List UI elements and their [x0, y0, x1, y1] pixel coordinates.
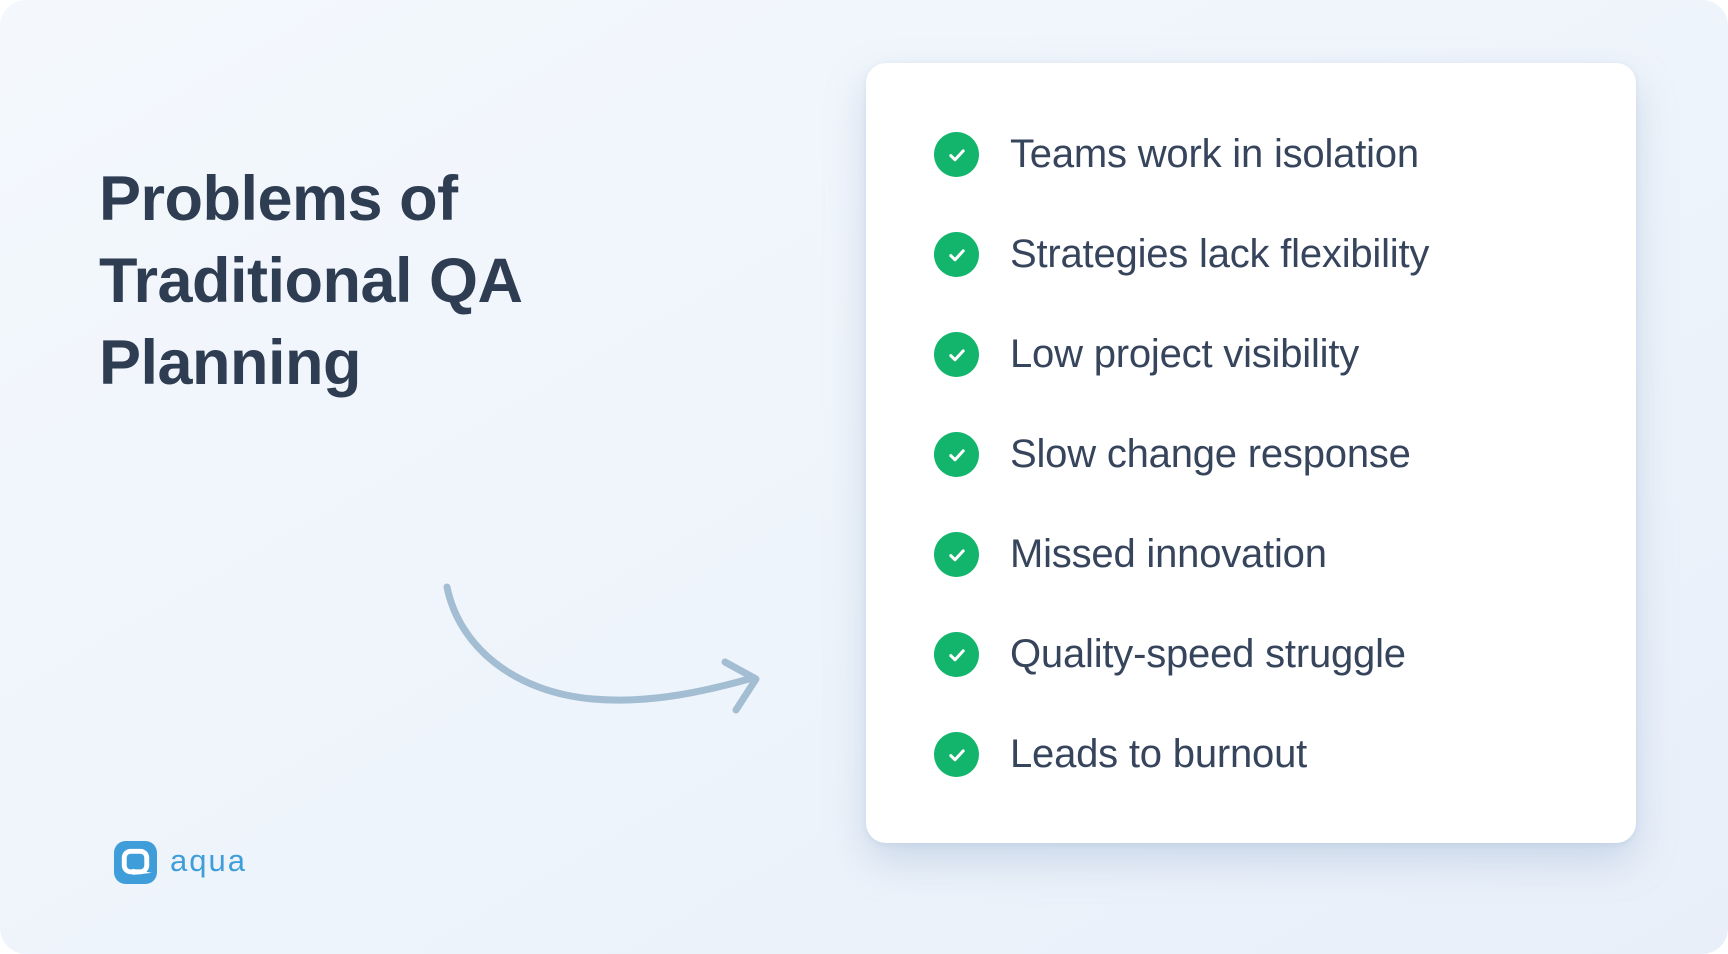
list-item: Quality-speed struggle — [934, 632, 1596, 677]
aqua-logo: aqua — [114, 841, 247, 884]
list-item-label: Slow change response — [1010, 432, 1411, 476]
list-item: Leads to burnout — [934, 732, 1596, 777]
list-item-label: Low project visibility — [1010, 332, 1360, 376]
list-item-label: Quality-speed struggle — [1010, 632, 1406, 676]
checklist-card: Teams work in isolation Strategies lack … — [866, 63, 1636, 843]
check-icon — [934, 232, 979, 277]
check-icon — [934, 732, 979, 777]
list-item: Strategies lack flexibility — [934, 232, 1596, 277]
list-item-label: Strategies lack flexibility — [1010, 232, 1430, 276]
aqua-logo-wordmark: aqua — [170, 843, 247, 878]
page-title: Problems of Traditional QA Planning — [99, 164, 521, 398]
curved-arrow-icon — [443, 583, 760, 714]
check-icon — [934, 432, 979, 477]
list-item: Teams work in isolation — [934, 132, 1596, 177]
list-item-label: Missed innovation — [1010, 532, 1327, 576]
list-item: Low project visibility — [934, 332, 1596, 377]
list-item: Missed innovation — [934, 532, 1596, 577]
list-item: Slow change response — [934, 432, 1596, 477]
list-item-label: Leads to burnout — [1010, 732, 1308, 776]
check-icon — [934, 632, 979, 677]
check-icon — [934, 532, 979, 577]
list-item-label: Teams work in isolation — [1010, 132, 1419, 176]
check-icon — [934, 332, 979, 377]
aqua-logo-mark-icon — [114, 841, 157, 884]
check-icon — [934, 132, 979, 177]
